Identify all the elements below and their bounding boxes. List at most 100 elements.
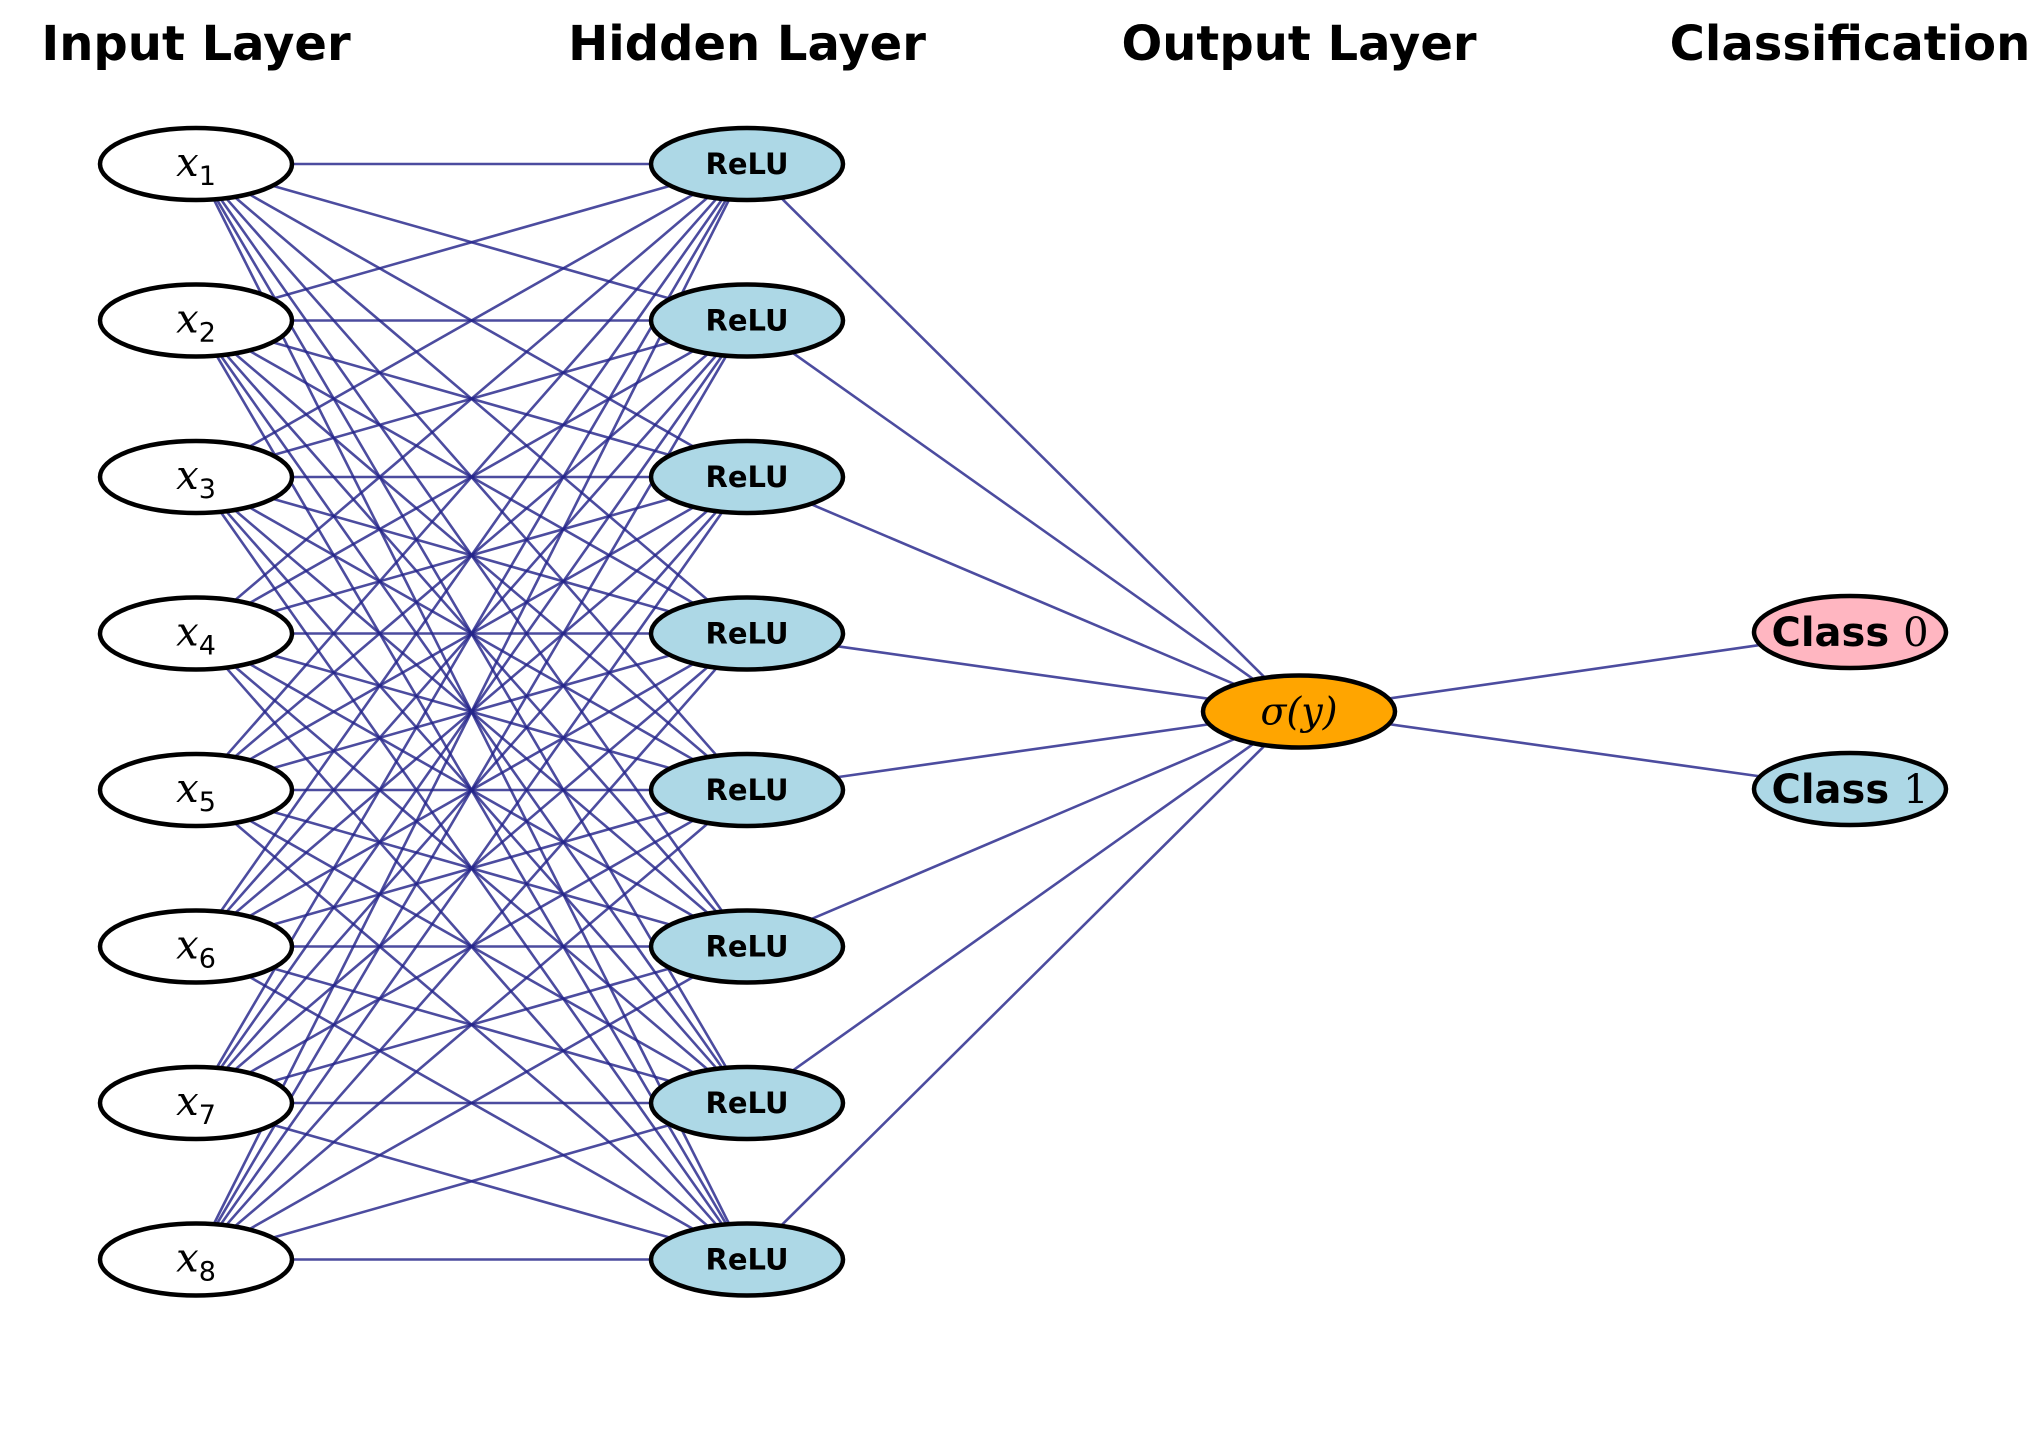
output-node-ellipse <box>1200 673 1398 750</box>
hidden-node-label: ReLU <box>706 1086 789 1120</box>
input-hidden-edge <box>248 975 695 1231</box>
class-node-word: Class <box>1771 767 1903 813</box>
input-hidden-edge <box>212 198 731 1225</box>
input-hidden-edge <box>225 666 718 1227</box>
hidden-node: ReLU <box>648 438 846 516</box>
hidden-node-label: ReLU <box>706 460 789 494</box>
hidden-node-ellipse <box>648 1221 846 1298</box>
input-node-subscript: 2 <box>199 318 216 349</box>
input-hidden-connections <box>212 162 731 1261</box>
input-node-ellipse <box>97 1221 295 1298</box>
input-node-ellipse <box>97 1064 295 1142</box>
output-node-label: σ(y) <box>1260 690 1337 734</box>
output-node: σ(y) <box>1200 673 1398 750</box>
input-node: x4 <box>97 595 295 672</box>
input-node-label: x2 <box>176 297 216 349</box>
input-node-subscript: 1 <box>199 161 216 192</box>
hidden-node-label: ReLU <box>706 930 789 964</box>
output-class-edge <box>1388 643 1761 700</box>
input-node-base: x <box>176 297 199 343</box>
input-hidden-edge <box>215 198 728 1069</box>
input-layer-title: Input Layer <box>41 16 351 72</box>
hidden-layer: ReLU ReLU ReLU ReLU ReLU ReLU ReLU ReLU <box>648 125 846 1298</box>
hidden-output-edge <box>810 502 1236 686</box>
output-layer: σ(y) <box>1200 673 1398 750</box>
classification-title: Classification <box>1670 16 2031 72</box>
class-node-digit: 1 <box>1903 767 1928 813</box>
input-node-ellipse <box>97 438 295 516</box>
input-node: x8 <box>97 1221 295 1298</box>
input-node-base: x <box>176 610 199 656</box>
input-node: x2 <box>97 282 295 359</box>
input-node-ellipse <box>97 282 295 359</box>
hidden-node-ellipse <box>648 751 846 829</box>
output-class-edge <box>1388 722 1761 778</box>
input-node-subscript: 3 <box>199 474 216 505</box>
input-hidden-edge <box>233 821 710 1228</box>
hidden-node: ReLU <box>648 282 846 359</box>
input-node-ellipse <box>97 595 295 672</box>
hidden-node: ReLU <box>648 1221 846 1298</box>
input-hidden-edge <box>272 184 671 301</box>
input-node-label: x5 <box>176 766 216 818</box>
hidden-node: ReLU <box>648 125 846 203</box>
input-node-base: x <box>176 1079 199 1125</box>
input-hidden-edge <box>215 355 728 1225</box>
input-hidden-edge <box>219 511 724 1226</box>
hidden-output-connections <box>780 196 1266 1227</box>
hidden-node-ellipse <box>648 908 846 985</box>
hidden-output-edge <box>791 351 1255 681</box>
class-node-label: Class 1 <box>1771 767 1928 813</box>
class-node-word: Class <box>1771 610 1903 656</box>
hidden-node-label: ReLU <box>706 773 789 807</box>
input-node-base: x <box>176 766 199 812</box>
input-node-subscript: 6 <box>199 944 216 975</box>
hidden-node-ellipse <box>648 1064 846 1142</box>
output-class-connections <box>1388 643 1761 778</box>
hidden-output-edge <box>836 644 1210 701</box>
input-node-subscript: 7 <box>199 1100 216 1131</box>
class-node: Class 1 <box>1751 750 1949 828</box>
class-node-ellipse <box>1751 750 1949 828</box>
hidden-output-edge <box>809 737 1237 921</box>
hidden-node-ellipse <box>648 438 846 516</box>
hidden-node: ReLU <box>648 595 846 672</box>
hidden-output-edge <box>836 722 1210 779</box>
input-node-label: x8 <box>176 1236 216 1288</box>
input-node-label: x1 <box>176 140 216 192</box>
hidden-node: ReLU <box>648 1064 846 1142</box>
class-node-digit: 0 <box>1903 610 1928 656</box>
class-node: Class 0 <box>1751 593 1949 671</box>
hidden-node-label: ReLU <box>706 304 789 338</box>
input-node-subscript: 8 <box>199 1257 216 1288</box>
input-node-label: x6 <box>176 923 216 975</box>
hidden-node-label: ReLU <box>706 1243 789 1277</box>
hidden-node-label: ReLU <box>706 617 789 651</box>
input-node-subscript: 5 <box>199 787 216 818</box>
input-hidden-edge <box>219 198 724 913</box>
hidden-node-ellipse <box>648 125 846 203</box>
hidden-node-ellipse <box>648 595 846 672</box>
hidden-node: ReLU <box>648 908 846 985</box>
input-hidden-edge <box>272 1123 671 1240</box>
input-hidden-edge <box>233 195 710 602</box>
input-node-base: x <box>176 140 199 186</box>
input-node: x5 <box>97 751 295 829</box>
input-node-subscript: 4 <box>199 631 216 662</box>
class-node-label: Class 0 <box>1771 610 1928 656</box>
hidden-node: ReLU <box>648 751 846 829</box>
input-node: x7 <box>97 1064 295 1142</box>
output-layer-title: Output Layer <box>1121 16 1476 72</box>
input-node: x6 <box>97 908 295 985</box>
hidden-output-edge <box>780 196 1266 679</box>
hidden-layer-title: Hidden Layer <box>568 16 926 72</box>
hidden-node-label: ReLU <box>706 147 789 181</box>
input-hidden-edge <box>248 192 695 449</box>
input-node-label: x4 <box>176 610 216 662</box>
input-node-label: x3 <box>176 453 216 505</box>
input-node-ellipse <box>97 908 295 985</box>
hidden-node-ellipse <box>648 282 846 359</box>
hidden-output-edge <box>791 742 1255 1073</box>
